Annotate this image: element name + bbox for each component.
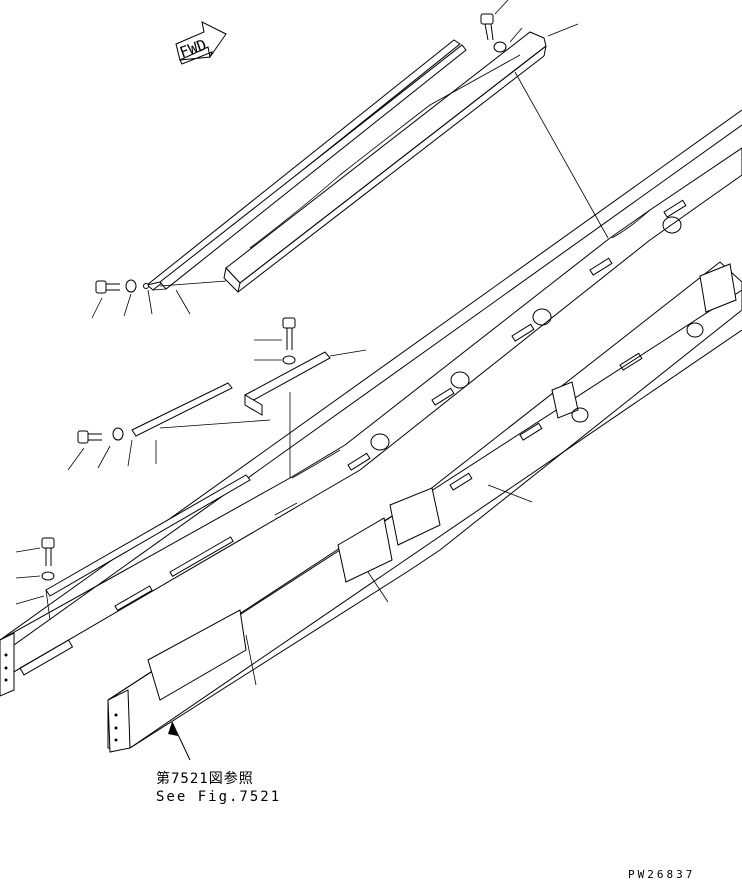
bolt-left-2 [67,427,157,471]
main-frame-rail-lower [107,261,742,753]
upper-angle-part [223,31,547,293]
washer-top [493,41,507,53]
main-frame-rail-upper [0,109,742,697]
upper-cover-rail [146,39,467,291]
bolt-left-3 [15,537,55,605]
middle-angle-part [131,351,331,478]
reference-note-jp: 第7521図参照 [156,770,254,787]
lower-left-strip [45,474,251,621]
reference-note-en: See Fig.7521 [156,789,281,805]
bolt-top [480,13,494,41]
bolt-left-1 [91,279,227,319]
fwd-arrow-icon: FWD [175,21,227,65]
drawing-number: PW26837 [628,868,695,880]
reference-arrow-icon [168,721,191,761]
bolt-middle-top [254,317,367,365]
